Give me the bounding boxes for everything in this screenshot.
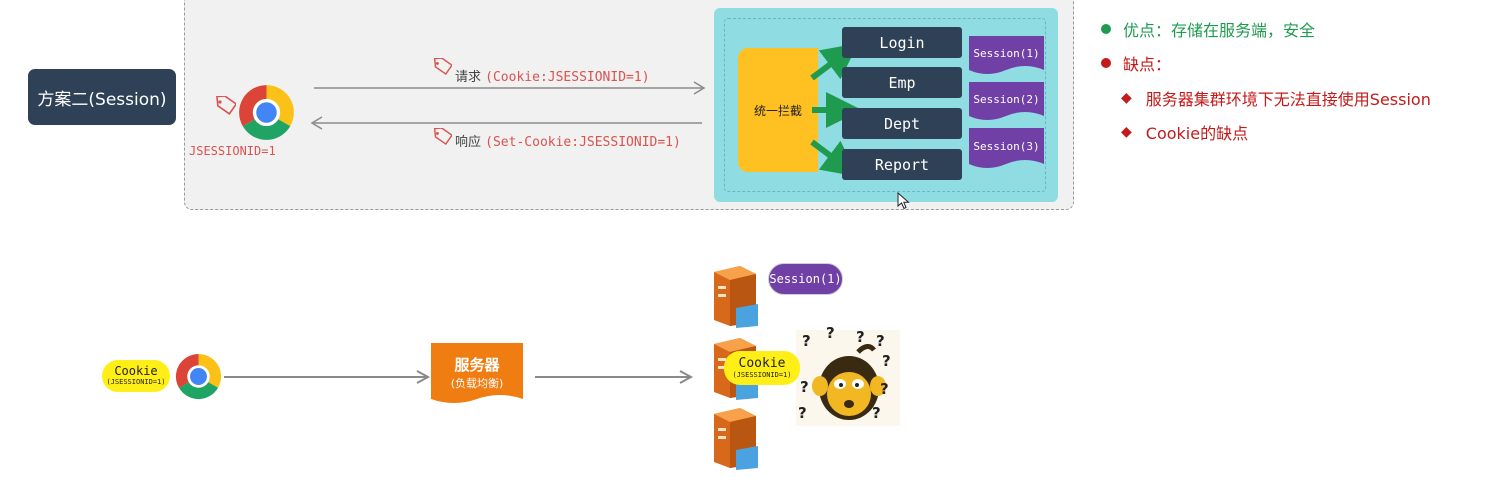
lb-to-server-arrow (535, 370, 694, 384)
server-icon (714, 408, 758, 470)
diamond-bullet-icon: ◆ (1121, 90, 1132, 106)
question-mark-icon: ? (880, 380, 889, 398)
browser-cookie-text: JSESSIONID=1 (189, 144, 276, 158)
response-label: 响应 (Set-Cookie:JSESSIONID=1) (455, 135, 681, 150)
pros-note: 优点：存储在服务端，安全 (1101, 17, 1315, 41)
cons-title: 缺点： (1101, 51, 1171, 75)
tag-icon (433, 58, 452, 76)
cons-item: ◆ Cookie的缺点 (1121, 124, 1249, 143)
session-tag-3: Session(3) (973, 139, 1040, 153)
session-tag-2: Session(2) (973, 92, 1040, 106)
server-inner-frame (724, 18, 1046, 192)
server-icon (714, 266, 758, 328)
question-mark-icon: ? (856, 328, 865, 346)
response-arrow (310, 116, 702, 130)
confused-monkey-icon: ? ? ? ? ? ? ? ? ? (796, 324, 900, 426)
client-cookie-badge: Cookie (JSESSIONID=1) (102, 360, 170, 392)
question-mark-icon: ? (798, 404, 807, 422)
red-dot-icon (1101, 58, 1111, 68)
module-dept: Dept (842, 108, 962, 139)
scheme-label: 方案二(Session) (28, 69, 176, 125)
chrome-browser-icon (175, 353, 222, 400)
session-tag-1: Session(1) (973, 46, 1040, 60)
question-mark-icon: ? (876, 332, 885, 350)
mouse-cursor-icon (897, 192, 910, 210)
question-mark-icon: ? (882, 352, 891, 370)
diamond-bullet-icon: ◆ (1121, 124, 1132, 140)
question-mark-icon: ? (872, 404, 881, 422)
tag-icon (433, 128, 452, 146)
module-emp: Emp (842, 67, 962, 98)
unified-interceptor: 统一拦截 (738, 48, 818, 172)
module-report: Report (842, 149, 962, 180)
load-balancer: 服务器 (负载均衡) (450, 355, 504, 390)
request-arrow (314, 81, 706, 95)
load-balancer-shape (431, 343, 523, 403)
client-to-lb-arrow (224, 370, 431, 384)
question-mark-icon: ? (800, 378, 809, 396)
tag-icon (216, 96, 236, 115)
server-session-pill: Session(1) (768, 263, 843, 295)
question-mark-icon: ? (802, 332, 811, 350)
green-dot-icon (1101, 24, 1111, 34)
chrome-browser-icon (239, 85, 294, 140)
server-cookie-badge: Cookie (JSESSIONID=1) (724, 351, 800, 385)
module-login: Login (842, 27, 962, 58)
cons-item: ◆ 服务器集群环境下无法直接使用Session (1121, 90, 1431, 109)
request-label: 请求 (Cookie:JSESSIONID=1) (455, 70, 650, 85)
interceptor-arrows (810, 43, 858, 177)
session-tag-shape (969, 36, 1044, 74)
monkey-face-icon (812, 344, 886, 420)
session-tag-shape (969, 82, 1044, 120)
question-mark-icon: ? (826, 324, 835, 342)
session-tag-shape (969, 128, 1044, 168)
